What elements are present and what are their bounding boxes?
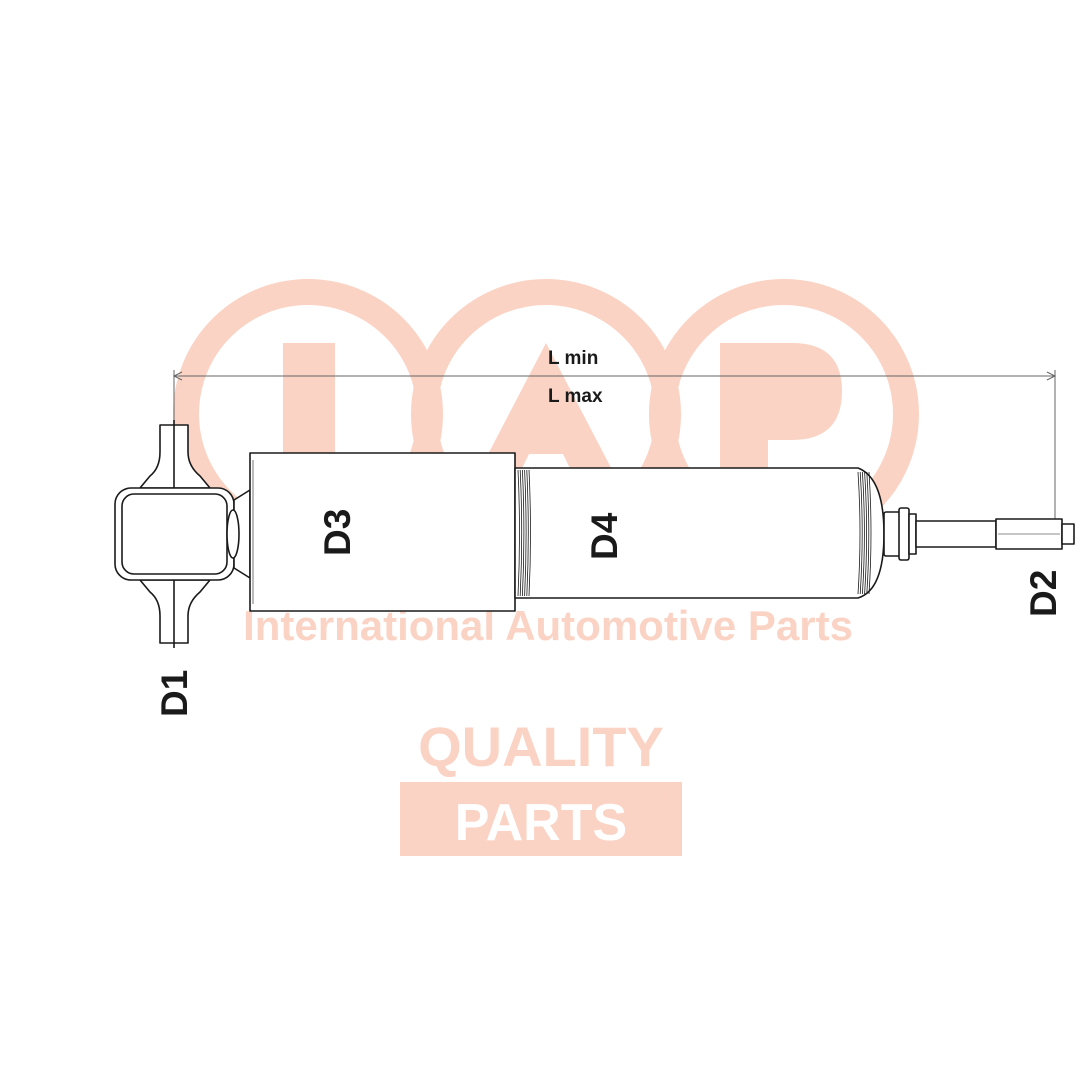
shock-absorber: [114, 420, 1075, 648]
registered-mark: R: [664, 792, 671, 803]
dust-cover-rib: [864, 471, 867, 595]
mount-collar-ring: [226, 509, 240, 559]
dust-cover-rib: [522, 469, 525, 597]
d2-label: D2: [1023, 570, 1064, 617]
logo-letter-p: [720, 343, 842, 485]
stud-rod: [915, 520, 997, 548]
quality-badge-box: [400, 782, 682, 856]
l-max-label: L max: [548, 386, 603, 407]
dust-cover-rib: [528, 469, 531, 597]
dust-cover-rib: [868, 471, 872, 595]
iap-logo-letters: [283, 343, 842, 485]
dust-cover-rib: [859, 471, 863, 595]
quality-badge-line1: QUALITY: [418, 715, 664, 778]
top-stud: [883, 507, 1075, 561]
dimension-lines: [172, 370, 1057, 530]
dust-cover-ribs-left: [517, 469, 531, 597]
stud-tip: [1061, 523, 1075, 545]
d1-label: D1: [154, 670, 195, 717]
dust-cover-rib: [519, 469, 523, 597]
dust-cover: [514, 467, 885, 599]
stud-nut-1: [883, 511, 901, 557]
quality-badge-line2: PARTS: [455, 794, 627, 852]
outer-tube: [249, 452, 516, 612]
stud-nut-2: [898, 507, 910, 561]
dust-cover-rib: [517, 469, 520, 597]
dust-cover-rib: [524, 469, 527, 597]
dust-cover-ribs-right: [857, 471, 872, 595]
d4-label: D4: [584, 512, 625, 560]
eye-mount: [114, 420, 251, 648]
iap-watermark: International Automotive Parts QUALITY P…: [173, 279, 919, 856]
d3-label: D3: [317, 509, 358, 556]
dust-cover-rib: [857, 471, 861, 595]
stud-washer: [908, 513, 917, 555]
dust-cover-rib: [862, 471, 865, 595]
dust-cover-rib: [526, 469, 529, 597]
dust-cover-rib: [866, 471, 870, 595]
dust-cover-body: [514, 467, 885, 599]
l-min-label: L min: [548, 348, 598, 369]
mount-tab-bottom: [139, 579, 211, 644]
mount-eye-bushing: [114, 487, 235, 581]
dimension-text: L min L max D3 D4 D1 D2: [154, 348, 1064, 717]
logo-letter-a: [472, 343, 620, 485]
